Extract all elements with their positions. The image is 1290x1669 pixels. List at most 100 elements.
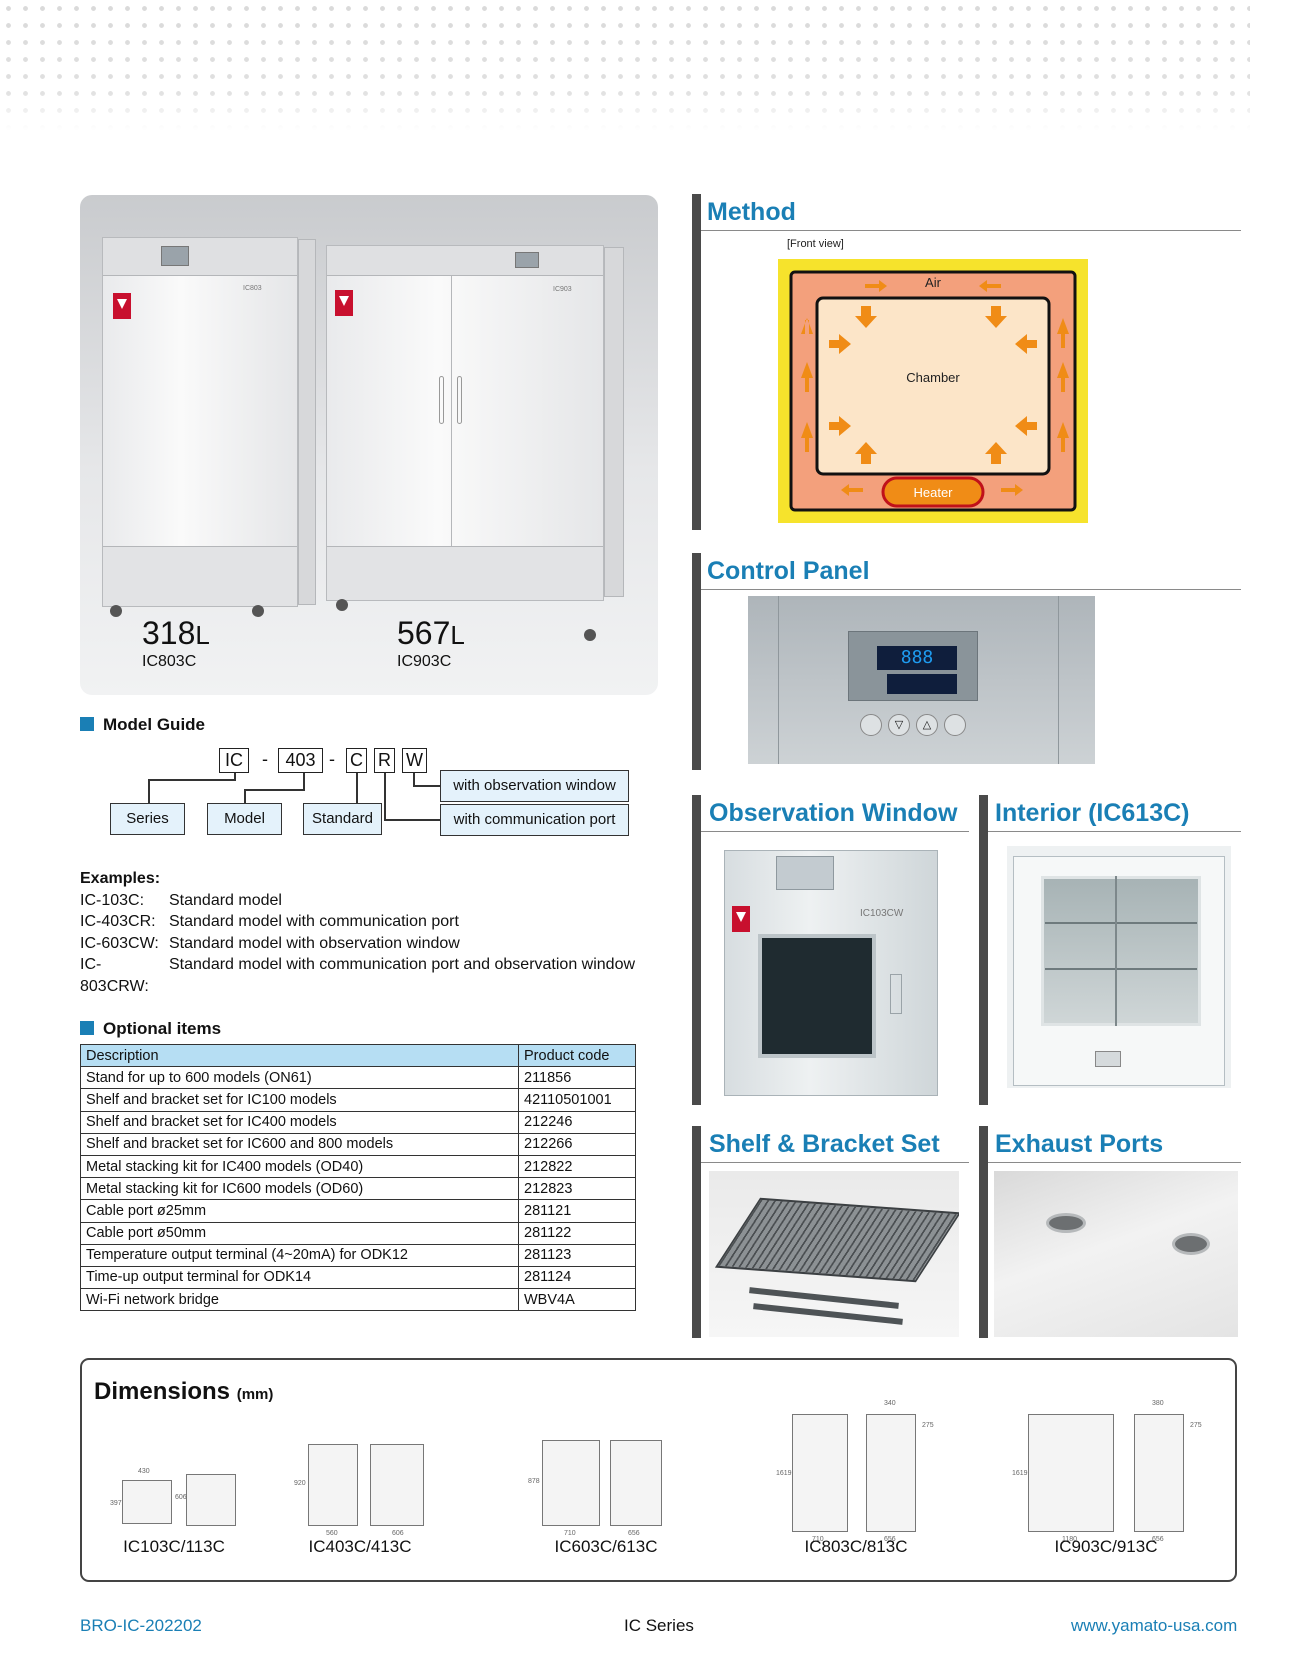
dimension-depth: 606	[392, 1530, 404, 1537]
exhaust-ports-image	[994, 1171, 1238, 1337]
airflow-diagram: Air Chamber Heater	[778, 259, 1088, 523]
control-panel-image: 888 ▽ △	[748, 596, 1095, 764]
section-bar	[979, 1126, 988, 1338]
item-product-code: 281124	[518, 1265, 636, 1290]
footer-url[interactable]: www.yamato-usa.com	[1071, 1616, 1238, 1635]
connector-line	[148, 779, 236, 781]
label-model: Model	[207, 803, 282, 835]
model-label-ic403c: IC403C/413C	[308, 1537, 412, 1556]
dimension-top-height: 275	[922, 1422, 934, 1429]
model-label-ic603c: IC603C/613C	[554, 1537, 658, 1556]
footer-doc-code: BRO-IC-202202	[80, 1616, 202, 1635]
example-row: IC-803CRW:Standard model with communicat…	[80, 954, 635, 997]
code-part-series: IC	[219, 748, 249, 773]
item-description: Temperature output terminal (4~20mA) for…	[80, 1243, 519, 1267]
exhaust-port	[1046, 1213, 1086, 1233]
connector-line	[148, 779, 150, 804]
section-bar	[979, 795, 988, 1105]
connector-line	[303, 773, 305, 790]
yamato-logo-icon	[732, 906, 750, 932]
shelf-bracket-image	[709, 1171, 959, 1337]
item-description: Stand for up to 600 models (ON61)	[80, 1066, 519, 1090]
item-product-code: WBV4A	[518, 1288, 636, 1312]
dimension-drawing-front	[122, 1480, 172, 1524]
capacity-unit: L	[195, 620, 210, 650]
connector-line	[234, 773, 236, 780]
item-description: Cable port ø25mm	[80, 1199, 519, 1223]
table-row: Shelf and bracket set for IC600 and 800 …	[80, 1132, 636, 1156]
optional-items-heading: Optional items	[80, 1019, 221, 1039]
dimension-drawing-side	[610, 1440, 662, 1526]
model-label-ic903c: IC903C/913C	[1054, 1537, 1158, 1556]
item-description: Shelf and bracket set for IC400 models	[80, 1110, 519, 1134]
caster-wheel	[584, 629, 596, 641]
connector-line	[413, 785, 440, 787]
capacity-value: 567	[397, 615, 451, 651]
ic803c-cabinet-image: IC803	[102, 237, 298, 607]
connector-line	[413, 773, 415, 786]
item-description: Metal stacking kit for IC400 models (OD4…	[80, 1154, 519, 1179]
section-rule	[701, 230, 1241, 231]
dimension-depth: 606	[175, 1494, 187, 1501]
cabinet-side	[604, 247, 624, 597]
caster-wheel	[252, 605, 264, 617]
exhaust-ports-title: Exhaust Ports	[995, 1130, 1164, 1158]
exhaust-port	[1172, 1233, 1210, 1255]
table-row: Metal stacking kit for IC600 models (OD6…	[80, 1177, 636, 1201]
example-code: IC-103C:	[80, 891, 145, 909]
item-product-code: 281122	[518, 1221, 636, 1245]
label-series: Series	[110, 803, 185, 835]
example-desc: Standard model with communication port	[169, 913, 459, 930]
section-rule	[701, 1162, 969, 1163]
code-dash: -	[262, 749, 268, 769]
dimension-depth: 656	[628, 1530, 640, 1537]
model-badge: IC903	[553, 286, 572, 293]
caster-wheel	[336, 599, 348, 611]
connector-line	[384, 773, 386, 820]
section-rule	[988, 831, 1241, 832]
model-badge: IC803	[243, 285, 262, 292]
item-product-code: 212823	[518, 1177, 636, 1201]
code-part-model: 403	[278, 748, 323, 773]
dimension-width: 1180	[1062, 1536, 1078, 1543]
item-description: Cable port ø50mm	[80, 1221, 519, 1245]
door-split-line	[451, 276, 452, 548]
connector-line	[244, 789, 246, 804]
section-bar	[692, 194, 701, 530]
capacity-318l: 318L	[142, 615, 210, 652]
code-part-standard: C	[346, 748, 367, 773]
cabinet-top-panel	[327, 246, 603, 276]
dimension-top-height: 275	[1190, 1422, 1202, 1429]
section-bar	[692, 1126, 701, 1338]
item-product-code: 281121	[518, 1199, 636, 1223]
optional-items-table: Description Product code Stand for up to…	[80, 1043, 636, 1312]
example-row: IC-403CR:Standard model with communicati…	[80, 911, 635, 933]
table-row: Temperature output terminal (4~20mA) for…	[80, 1243, 636, 1267]
model-label-ic803c: IC803C/813C	[804, 1537, 908, 1556]
method-title: Method	[707, 198, 796, 226]
connector-line	[244, 789, 305, 791]
connector-line	[356, 773, 358, 804]
example-desc: Standard model with observation window	[169, 934, 460, 952]
capacity-567l: 567L	[397, 615, 465, 652]
item-product-code: 212266	[518, 1132, 636, 1156]
item-description: Shelf and bracket set for IC100 models	[80, 1088, 519, 1112]
example-desc: Standard model	[169, 891, 282, 909]
item-description: Time-up output terminal for ODK14	[80, 1265, 519, 1290]
door-handle	[457, 376, 462, 424]
observation-window-title: Observation Window	[709, 799, 958, 827]
heater-label: Heater	[913, 485, 953, 500]
item-product-code: 212822	[518, 1154, 636, 1179]
section-rule	[988, 1162, 1241, 1163]
table-header-row: Description Product code	[80, 1043, 636, 1068]
blue-square-icon	[80, 717, 94, 731]
dimension-drawing-front	[542, 1440, 600, 1526]
cabinet-base	[327, 546, 603, 600]
column-header: Description	[80, 1043, 519, 1068]
section-bar	[692, 795, 701, 1105]
yamato-logo-icon	[113, 293, 131, 319]
table-row: Metal stacking kit for IC400 models (OD4…	[80, 1154, 636, 1179]
